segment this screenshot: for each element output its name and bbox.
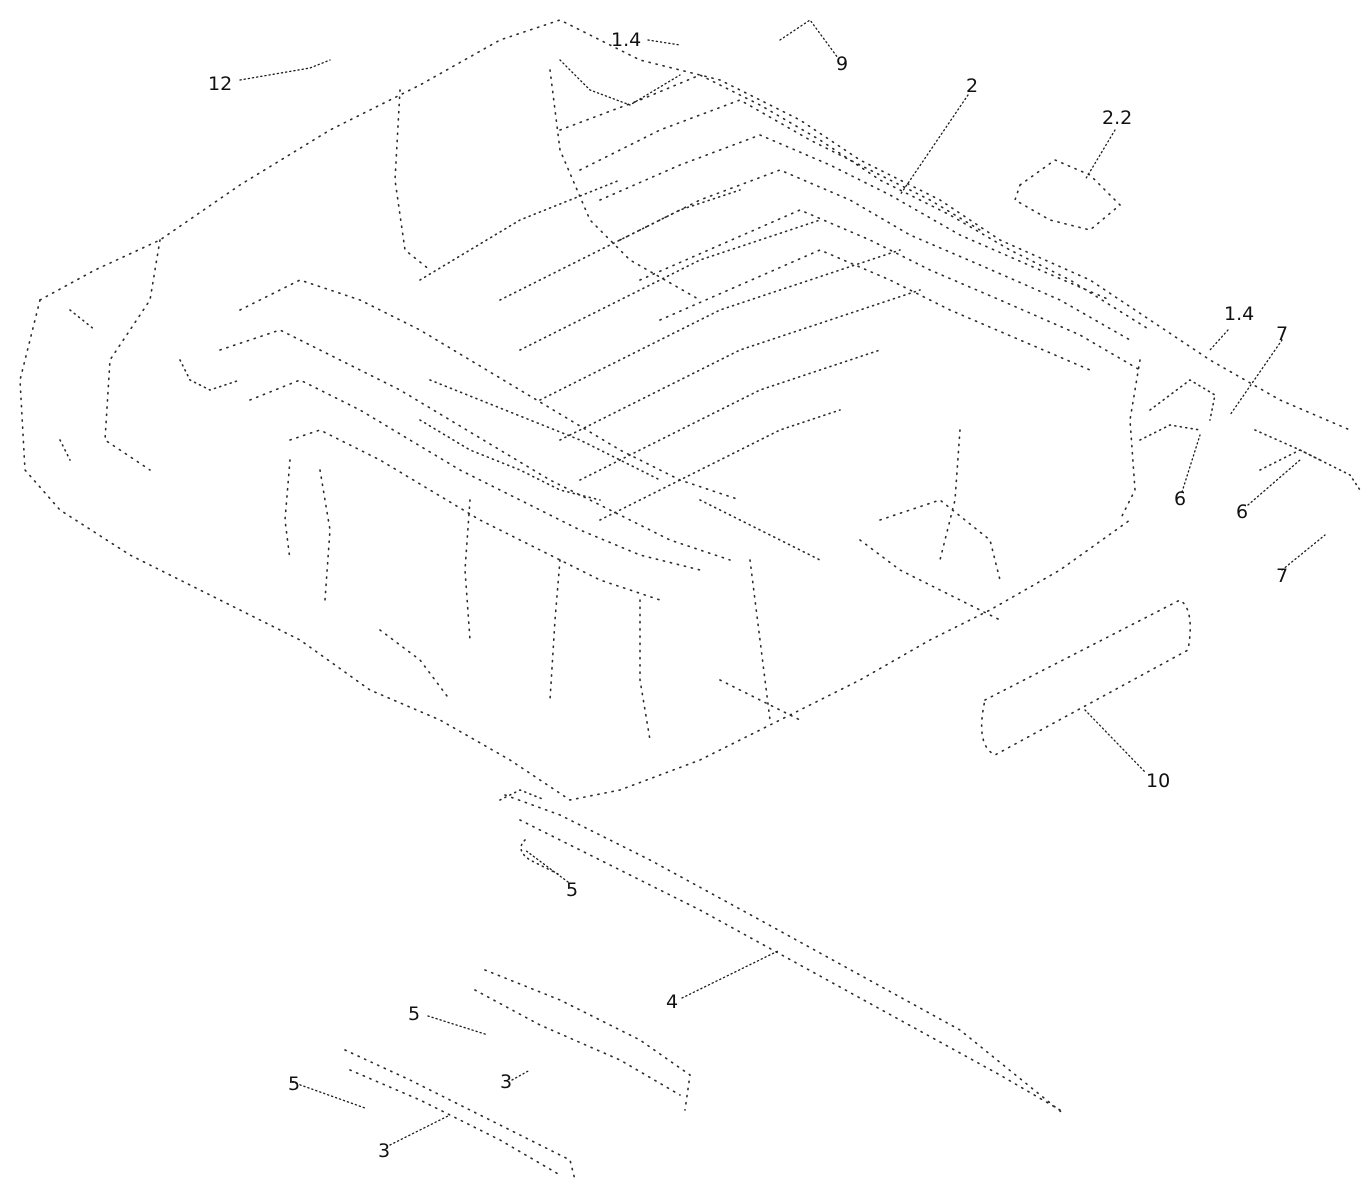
part-10-strap (980, 599, 1191, 756)
main-frame-assembly (19, 19, 1351, 801)
callout-label: 2.2 (1102, 107, 1132, 129)
callout-label: 4 (666, 991, 678, 1013)
callout-label: 1.4 (611, 29, 641, 51)
callout-label: 5 (288, 1073, 300, 1095)
callout-label: 5 (408, 1003, 420, 1025)
callout-label: 12 (208, 73, 232, 95)
callout-label: 3 (500, 1071, 512, 1093)
callout-label: 6 (1236, 501, 1248, 523)
callout-label: 9 (836, 53, 848, 75)
right-bracket-parts (1139, 379, 1361, 491)
callout-label: 10 (1146, 770, 1170, 792)
callout-label: 6 (1174, 488, 1186, 510)
callout-labels: 1.4 9 12 2 2.2 1.4 7 6 6 7 10 5 4 5 3 5 … (208, 29, 1288, 1162)
leader-lines (239, 19, 1326, 1146)
callout-label: 5 (566, 879, 578, 901)
callout-label: 1.4 (1224, 303, 1254, 325)
part-4-rod (499, 789, 1066, 1116)
callout-label: 3 (378, 1140, 390, 1162)
part-2-2-cover (1014, 159, 1122, 231)
part-3-upper-bar (474, 969, 691, 1111)
callout-label: 2 (966, 75, 978, 97)
callout-label: 7 (1276, 323, 1288, 345)
callout-label: 7 (1276, 565, 1288, 587)
part-5-clip (520, 839, 561, 876)
